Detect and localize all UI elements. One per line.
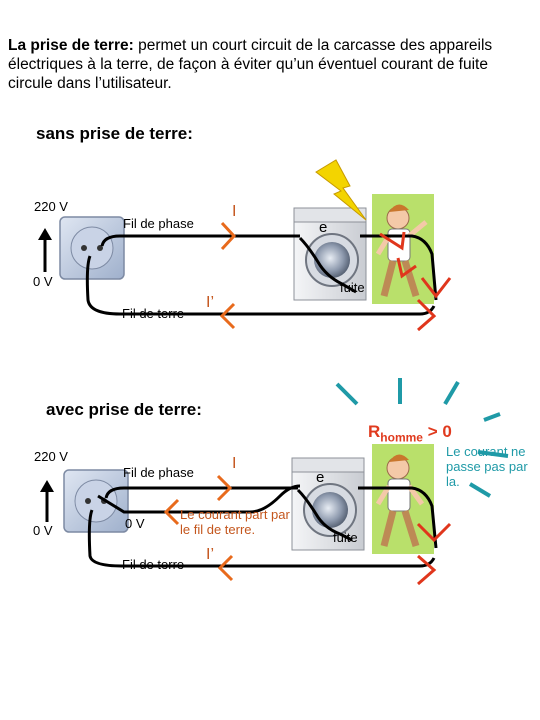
resistance-label: Rhomme > 0 xyxy=(368,422,452,444)
heading-with-earth: avec prise de terre: xyxy=(46,400,202,419)
electron-label-top: e xyxy=(319,219,328,236)
leak-label-top: fuite xyxy=(340,280,365,295)
current-arrows-bottom xyxy=(163,474,234,582)
current-i-prime-bottom: I’ xyxy=(206,546,214,563)
current-i-top: I xyxy=(232,203,237,220)
voltage-arrow-top xyxy=(38,228,52,272)
phase-wire-label-top: Fil de phase xyxy=(123,216,194,231)
socket-bottom xyxy=(63,469,129,533)
path-arrows-bottom xyxy=(416,522,452,586)
current-arrows-top xyxy=(219,221,237,330)
electron-label-bottom: e xyxy=(316,469,325,486)
earth-wire-label-top: Fil de terre xyxy=(122,306,185,321)
resistance-sub: homme xyxy=(380,430,423,445)
voltage-0-top: 0 V xyxy=(33,274,53,289)
voltage-0-mid: 0 V xyxy=(125,516,145,531)
intro-bold: La prise de terre: xyxy=(8,37,134,54)
socket-top xyxy=(59,216,125,280)
man-figure-bottom xyxy=(372,444,434,554)
resistance-main: R xyxy=(368,422,381,441)
voltage-0-bottom: 0 V xyxy=(33,523,53,538)
voltage-220-bottom: 220 V xyxy=(34,449,68,464)
intro-body: permet un court circuit de la carcasse d… xyxy=(8,37,493,92)
voltage-220-top: 220 V xyxy=(34,199,68,214)
intro-text: La prise de terre: permet un court circu… xyxy=(8,36,533,93)
current-i-bottom: I xyxy=(232,455,237,472)
earth-wire-label-bottom: Fil de terre xyxy=(122,557,185,572)
earth-current-note: Le courant part par le fil de terre. xyxy=(180,507,290,537)
washing-machine-bottom xyxy=(291,457,365,551)
man-figure-top xyxy=(372,194,434,304)
body-current-note: Le courant ne passe pas par la. xyxy=(446,444,528,489)
current-i-prime-top: I’ xyxy=(206,294,214,311)
leak-arrows-top xyxy=(379,231,452,332)
phase-wire-label-bottom: Fil de phase xyxy=(123,465,194,480)
leak-label-bottom: fuite xyxy=(333,530,358,545)
voltage-arrow-bottom xyxy=(40,480,54,522)
resistance-rest: > 0 xyxy=(422,422,452,441)
no-current-rays xyxy=(335,378,509,498)
heading-without-earth: sans prise de terre: xyxy=(36,124,193,143)
lightning-bolt-icon xyxy=(315,159,367,221)
washing-machine-top xyxy=(293,207,367,301)
